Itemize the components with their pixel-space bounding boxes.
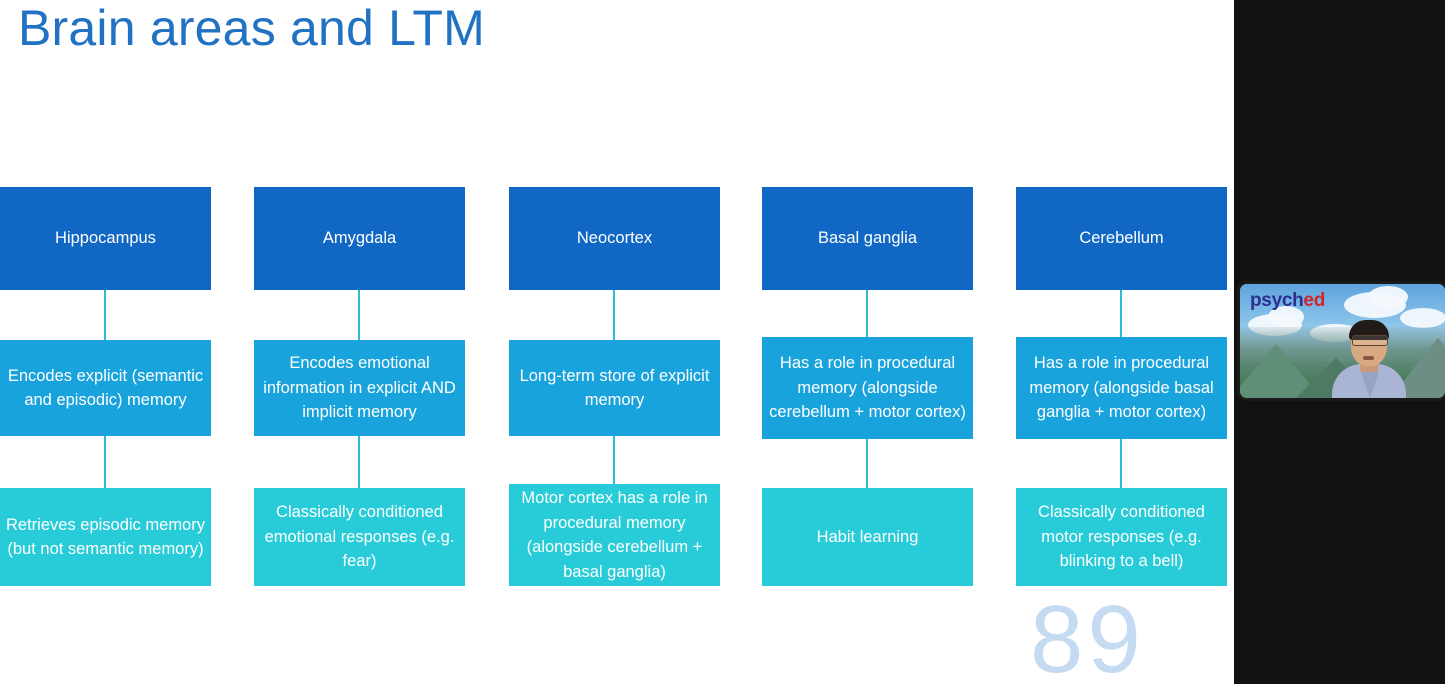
glasses-icon bbox=[1352, 335, 1388, 346]
cloud-shape bbox=[1368, 286, 1408, 308]
connector-line bbox=[866, 290, 868, 337]
slide-surface: Brain areas and LTM Hippocampus Encodes … bbox=[0, 0, 1234, 684]
connector-line bbox=[1120, 439, 1122, 488]
node-level3-cerebellum[interactable]: Classically conditioned motor responses … bbox=[1016, 488, 1227, 586]
logo-text-accent: ed bbox=[1303, 290, 1325, 311]
presenter-mouth bbox=[1363, 356, 1374, 360]
connector-line bbox=[866, 439, 868, 488]
psyched-logo: psyched bbox=[1250, 290, 1325, 312]
connector-line bbox=[613, 436, 615, 484]
logo-text-primary: psych bbox=[1250, 290, 1304, 311]
diagram-column-amygdala: Amygdala Encodes emotional information i… bbox=[254, 0, 465, 684]
connector-line bbox=[358, 290, 360, 340]
connector-line bbox=[104, 290, 106, 340]
presenter-video-figure bbox=[1332, 316, 1406, 398]
connector-line bbox=[613, 290, 615, 340]
webcam-overlay[interactable]: psyched bbox=[1240, 284, 1445, 398]
connector-line bbox=[1120, 290, 1122, 337]
diagram-column-neocortex: Neocortex Long-term store of explicit me… bbox=[509, 0, 720, 684]
node-level2-cerebellum[interactable]: Has a role in procedural memory (alongsi… bbox=[1016, 337, 1227, 439]
cloud-shape bbox=[1268, 306, 1304, 328]
node-level3-amygdala[interactable]: Classically conditioned emotional respon… bbox=[254, 488, 465, 586]
presenter-collar bbox=[1361, 372, 1379, 398]
node-level2-neocortex[interactable]: Long-term store of explicit memory bbox=[509, 340, 720, 436]
diagram-column-basal-ganglia: Basal ganglia Has a role in procedural m… bbox=[762, 0, 973, 684]
node-level3-basal-ganglia[interactable]: Habit learning bbox=[762, 488, 973, 586]
node-level1-cerebellum[interactable]: Cerebellum bbox=[1016, 187, 1227, 290]
node-level1-basal-ganglia[interactable]: Basal ganglia bbox=[762, 187, 973, 290]
node-level2-hippocampus[interactable]: Encodes explicit (semantic and episodic)… bbox=[0, 340, 211, 436]
connector-line bbox=[104, 436, 106, 488]
page-title: Brain areas and LTM bbox=[18, 0, 485, 56]
connector-line bbox=[358, 436, 360, 488]
diagram-column-cerebellum: Cerebellum Has a role in procedural memo… bbox=[1016, 0, 1227, 684]
cloud-shape bbox=[1400, 308, 1445, 328]
node-level1-neocortex[interactable]: Neocortex bbox=[509, 187, 720, 290]
node-level1-hippocampus[interactable]: Hippocampus bbox=[0, 187, 211, 290]
slide-page-number: 89 bbox=[1030, 586, 1145, 684]
node-level2-basal-ganglia[interactable]: Has a role in procedural memory (alongsi… bbox=[762, 337, 973, 439]
diagram-column-hippocampus: Hippocampus Encodes explicit (semantic a… bbox=[0, 0, 211, 684]
node-level2-amygdala[interactable]: Encodes emotional information in explici… bbox=[254, 340, 465, 436]
node-level1-amygdala[interactable]: Amygdala bbox=[254, 187, 465, 290]
node-level3-neocortex[interactable]: Motor cortex has a role in procedural me… bbox=[509, 484, 720, 586]
node-level3-hippocampus[interactable]: Retrieves episodic memory (but not seman… bbox=[0, 488, 211, 586]
